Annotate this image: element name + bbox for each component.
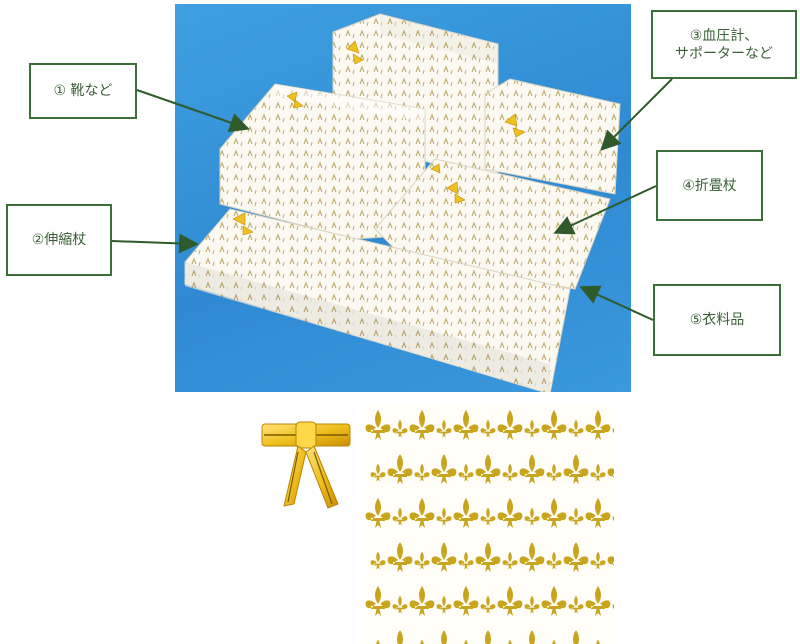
fleur-de-lis-mark [436, 595, 452, 614]
fleur-de-lis-mark [502, 463, 518, 482]
fleur-de-lis-mark [453, 498, 479, 528]
fleur-de-lis-mark [585, 586, 611, 616]
fleur-de-lis-mark [596, 639, 600, 644]
fleur-de-lis-mark [458, 463, 474, 482]
fleur-de-lis-mark [546, 463, 562, 482]
fleur-de-lis-mark [612, 604, 614, 609]
fleur-de-lis-mark [376, 639, 380, 644]
fleur-de-lis-mark [529, 630, 535, 644]
fleur-de-lis-mark [541, 410, 567, 440]
fleur-de-lis-mark [519, 454, 545, 484]
fleur-de-lis-mark [392, 419, 408, 438]
fleur-de-lis-mark [436, 419, 452, 438]
fleur-de-lis-mark [420, 639, 424, 644]
fleur-de-lis-icon [365, 410, 614, 644]
fleur-de-lis-mark [546, 551, 562, 570]
fleur-de-lis-mark [370, 551, 386, 570]
fleur-de-lis-mark [563, 454, 589, 484]
fleur-de-lis-mark [524, 419, 540, 438]
fleur-de-lis-mark [397, 630, 403, 644]
fleur-de-lis-mark [414, 551, 430, 570]
fleur-de-lis-mark [497, 498, 523, 528]
fleur-de-lis-mark [485, 630, 491, 644]
fleur-de-lis-mark [431, 454, 457, 484]
fleur-de-lis-mark [409, 586, 435, 616]
fleur-de-lis-mark [590, 551, 606, 570]
fleur-de-lis-mark [464, 639, 468, 644]
fleur-de-lis-mark [414, 463, 430, 482]
fleur-de-lis-mark [585, 410, 611, 440]
fleur-de-lis-mark [508, 639, 512, 644]
fleur-de-lis-mark [441, 630, 447, 644]
fleur-de-lis-mark [612, 428, 614, 433]
fleur-de-lis-mark [436, 507, 452, 526]
fleur-de-lis-mark [607, 556, 614, 565]
fleur-de-lis-mark [585, 498, 611, 528]
fleur-de-lis-mark [502, 551, 518, 570]
label-folding-cane: ④折畳杖 [656, 150, 763, 221]
fleur-de-lis-mark [365, 586, 391, 616]
fleur-de-lis-mark [409, 498, 435, 528]
fleur-de-lis-mark [573, 630, 579, 644]
gift-boxes-photo [175, 4, 631, 392]
fleur-de-lis-mark [365, 410, 391, 440]
fleur-de-lis-mark [524, 595, 540, 614]
fleur-de-lis-mark [524, 507, 540, 526]
fleur-de-lis-mark [568, 419, 584, 438]
fleur-de-lis-mark [497, 586, 523, 616]
fleur-de-lis-mark [612, 516, 614, 521]
fleur-de-lis-mark [392, 595, 408, 614]
fleur-de-lis-mark [387, 454, 413, 484]
fleur-de-lis-mark [519, 542, 545, 572]
fleur-de-lis-mark [480, 419, 496, 438]
label-extendable-cane: ②伸縮杖 [6, 204, 112, 276]
fleur-de-lis-mark [365, 498, 391, 528]
fleur-de-lis-mark [480, 595, 496, 614]
fleur-de-lis-mark [497, 410, 523, 440]
fleur-de-lis-mark [480, 507, 496, 526]
fleur-de-lis-mark [458, 551, 474, 570]
fleur-de-lis-mark [392, 507, 408, 526]
label-clothing: ⑤衣料品 [653, 284, 781, 356]
fleur-de-lis-mark [453, 586, 479, 616]
fleur-de-lis-mark [387, 542, 413, 572]
fleur-de-lis-mark [541, 498, 567, 528]
gold-ribbon-bow-icon [261, 421, 351, 509]
fleur-de-lis-mark [568, 507, 584, 526]
fleur-de-lis-mark [590, 463, 606, 482]
label-blood-pressure-monitor: ③血圧計、 サポーターなど [651, 10, 797, 79]
fleur-de-lis-mark [453, 410, 479, 440]
fleur-de-lis-mark [370, 463, 386, 482]
fleur-de-lis-mark [475, 542, 501, 572]
fleur-de-lis-mark [552, 639, 556, 644]
fleur-de-lis-mark [475, 454, 501, 484]
fleur-de-lis-mark [568, 595, 584, 614]
wrapping-paper-pattern [364, 404, 614, 644]
fleur-de-lis-mark [431, 542, 457, 572]
wrapped-boxes-illustration [184, 13, 621, 392]
fleur-de-lis-mark [607, 468, 614, 477]
fleur-de-lis-mark [541, 586, 567, 616]
fleur-de-lis-mark [563, 542, 589, 572]
label-shoes: ① 靴など [29, 63, 137, 119]
fleur-de-lis-mark [409, 410, 435, 440]
fleur-de-lis-mark [608, 630, 614, 644]
